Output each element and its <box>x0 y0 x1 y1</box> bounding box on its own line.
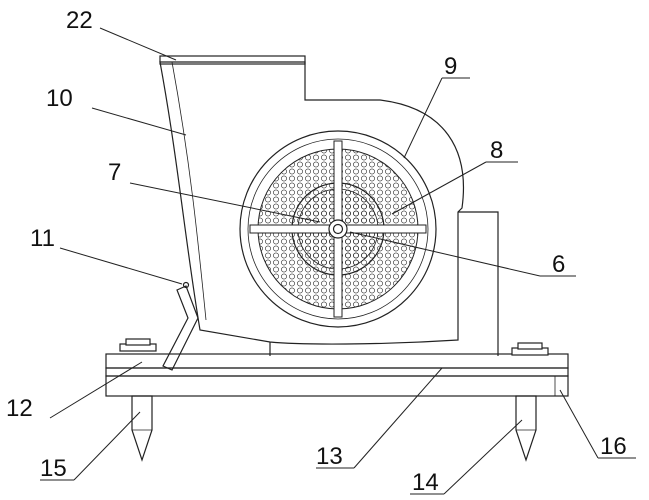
fan-housing <box>159 61 464 345</box>
base-plate <box>105 353 569 397</box>
callout-6: 6 <box>552 251 565 278</box>
air-outlet <box>159 55 306 65</box>
right-ground-spike <box>515 395 537 462</box>
callout-10: 10 <box>46 85 73 112</box>
callout-13: 13 <box>316 443 343 470</box>
motor-pedestal <box>269 211 499 356</box>
callout-8: 8 <box>490 137 503 164</box>
left-ground-spike <box>131 395 153 462</box>
callout-22: 22 <box>66 7 93 34</box>
callout-14: 14 <box>412 469 439 496</box>
callout-16: 16 <box>600 433 627 460</box>
callout-15: 15 <box>40 455 67 482</box>
callout-7: 7 <box>108 159 121 186</box>
callout-11: 11 <box>30 225 55 252</box>
intake-grille <box>239 130 437 328</box>
left-bolt <box>119 338 157 352</box>
leader-lines <box>40 27 636 495</box>
callout-9: 9 <box>444 53 457 80</box>
right-bolt <box>511 342 549 356</box>
support-brace <box>162 281 199 371</box>
callout-12: 12 <box>6 395 33 422</box>
